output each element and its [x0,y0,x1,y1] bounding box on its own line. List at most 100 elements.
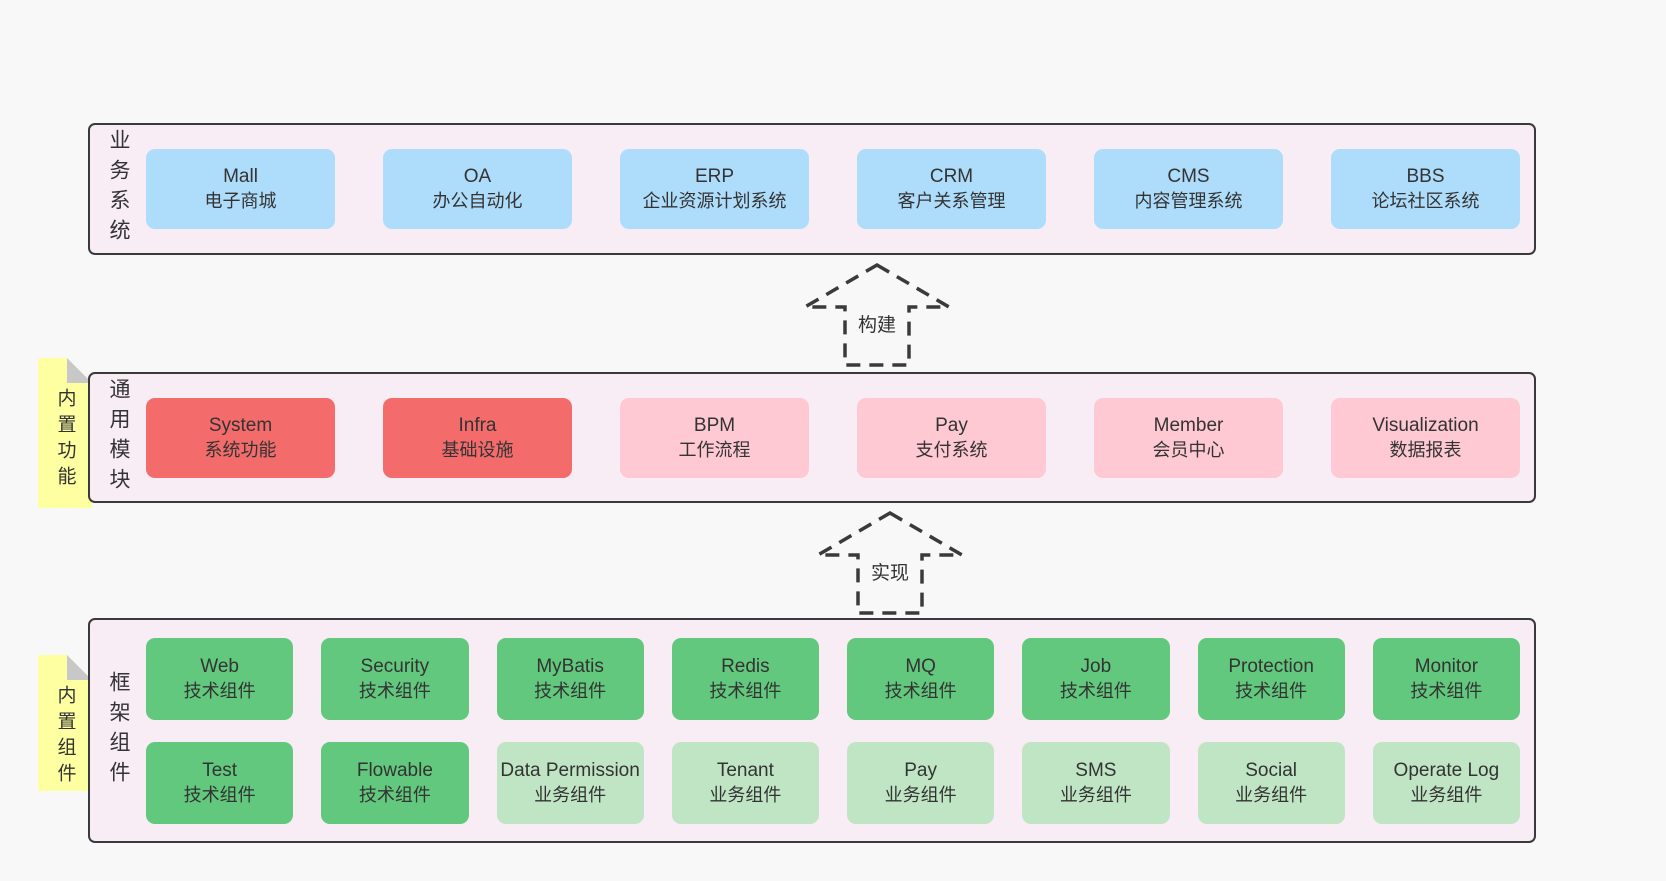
box-mq: MQ 技术组件 [847,637,995,720]
arrow-build: 构建 [798,262,956,368]
box-title: Flowable [356,759,433,781]
arrow-implement: 实现 [811,510,969,616]
box-flowable: Flowable 技术组件 [321,741,469,824]
box-web: Web 技术组件 [146,637,294,720]
sticky-note-built-in-features: 内置功能 [38,358,92,508]
box-subtitle: 业务组件 [1235,784,1308,805]
box-protection: Protection 技术组件 [1197,637,1345,720]
box-subtitle: 工作流程 [678,439,751,460]
box-pay: Pay 支付系统 [857,397,1046,478]
box-title: SMS [1075,759,1117,781]
box-monitor: Monitor 技术组件 [1372,637,1520,720]
box-subtitle: 论坛社区系统 [1371,191,1480,211]
box-subtitle: 基础设施 [441,439,514,460]
box-title: Tenant [716,759,774,781]
sticky-note-built-in-components: 内置组件 [38,655,92,791]
component-row-2: Test 技术组件 Flowable 技术组件 Data Permission … [146,741,1520,824]
box-cms: CMS 内容管理系统 [1094,149,1283,229]
box-mall: Mall 电子商城 [146,149,335,229]
box-title: System [208,414,273,436]
box-infra: Infra 基础设施 [383,397,572,478]
box-oa: OA 办公自动化 [383,149,572,229]
box-title: Redis [721,655,770,677]
layer-business-systems: 业务系统 Mall 电子商城 OA 办公自动化 ERP 企业资源计划系统 CRM… [88,123,1536,255]
box-subtitle: 业务组件 [884,784,957,805]
box-subtitle: 系统功能 [204,439,277,460]
box-subtitle: 技术组件 [183,680,256,701]
sticky-note-text: 内置功能 [54,388,76,492]
component-row-1: Web 技术组件 Security 技术组件 MyBatis 技术组件 Redi… [146,637,1520,720]
box-subtitle: 电子商城 [204,191,277,211]
box-title: Visualization [1372,414,1479,436]
box-title: Infra [458,414,497,436]
box-subtitle: 会员中心 [1152,439,1225,460]
arrow-label: 构建 [854,310,900,337]
box-sms: SMS 业务组件 [1022,741,1170,824]
box-test: Test 技术组件 [146,741,294,824]
box-title: Pay [935,414,968,436]
box-title: Web [200,655,239,677]
box-subtitle: 业务组件 [1059,784,1132,805]
box-subtitle: 办公自动化 [432,191,523,211]
box-title: Security [360,655,430,677]
box-system: System 系统功能 [146,397,335,478]
box-subtitle: 数据报表 [1389,439,1462,460]
box-title: Pay [904,759,937,781]
box-subtitle: 技术组件 [358,680,431,701]
box-data-permission: Data Permission 业务组件 [496,741,644,824]
box-tenant: Tenant 业务组件 [671,741,819,824]
dashed-up-arrow-icon [811,510,969,615]
box-subtitle: 技术组件 [884,680,957,701]
box-title: BBS [1406,166,1445,187]
box-title: ERP [694,166,735,187]
dashed-up-arrow-icon [798,262,956,367]
layer-label: 业务系统 [107,129,130,249]
box-member: Member 会员中心 [1094,397,1283,478]
box-operate-log: Operate Log 业务组件 [1372,741,1520,824]
box-bpm: BPM 工作流程 [620,397,809,478]
box-subtitle: 业务组件 [709,784,782,805]
box-subtitle: 客户关系管理 [897,191,1006,211]
layer-common-modules: 通用模块 System 系统功能 Infra 基础设施 BPM 工作流程 Pay… [88,372,1536,503]
box-redis: Redis 技术组件 [671,637,819,720]
box-subtitle: 技术组件 [1410,680,1483,701]
box-subtitle: 技术组件 [1059,680,1132,701]
arrow-label: 实现 [867,558,913,585]
box-title: MQ [905,655,936,677]
box-erp: ERP 企业资源计划系统 [620,149,809,229]
box-subtitle: 技术组件 [534,680,607,701]
box-visualization: Visualization 数据报表 [1331,397,1520,478]
box-subtitle: 业务组件 [1410,784,1483,805]
box-subtitle: 支付系统 [915,439,988,460]
box-title: Member [1153,414,1224,436]
box-title: Protection [1228,655,1314,677]
box-title: Mall [223,166,258,187]
box-bbs: BBS 论坛社区系统 [1331,149,1520,229]
sticky-note-text: 内置组件 [54,685,76,789]
box-title: Data Permission [500,759,640,781]
box-security: Security 技术组件 [321,637,469,720]
layer-content: Mall 电子商城 OA 办公自动化 ERP 企业资源计划系统 CRM 客户关系… [146,125,1534,253]
box-social: Social 业务组件 [1197,741,1345,824]
box-title: Test [202,759,238,781]
layer-content: Web 技术组件 Security 技术组件 MyBatis 技术组件 Redi… [146,620,1534,841]
box-title: MyBatis [536,655,604,677]
box-title: OA [463,166,492,187]
box-job: Job 技术组件 [1022,637,1170,720]
box-subtitle: 技术组件 [358,784,431,805]
box-title: Social [1245,759,1297,781]
box-subtitle: 技术组件 [1235,680,1308,701]
box-subtitle: 业务组件 [534,784,607,805]
box-mybatis: MyBatis 技术组件 [496,637,644,720]
box-title: CMS [1167,166,1210,187]
box-title: Job [1080,655,1112,677]
box-subtitle: 内容管理系统 [1134,191,1243,211]
box-subtitle: 技术组件 [709,680,782,701]
layer-framework-components: 框架组件 Web 技术组件 Security 技术组件 MyBatis 技术组件… [88,618,1536,843]
box-title: BPM [693,414,736,436]
layer-content: System 系统功能 Infra 基础设施 BPM 工作流程 Pay 支付系统… [146,374,1534,501]
box-title: CRM [929,166,974,187]
layer-label: 框架组件 [107,670,130,791]
box-title: Monitor [1414,655,1479,677]
box-pay-biz: Pay 业务组件 [847,741,995,824]
